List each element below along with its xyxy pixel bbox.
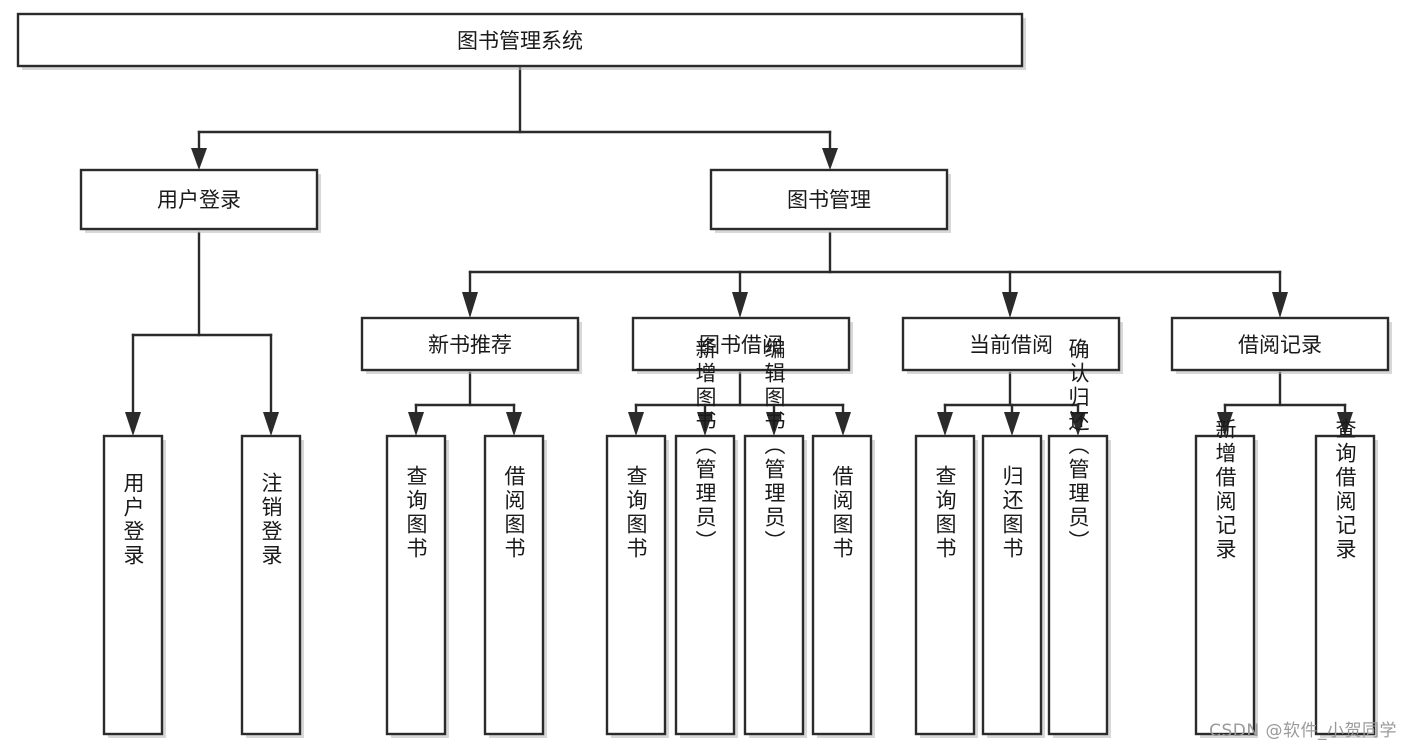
node-bor-add[interactable]: 新增图书（管理员）: [674, 338, 738, 738]
arrow-root-to-bookmgmt: [822, 148, 838, 170]
node-bor-lend-box: [811, 434, 873, 736]
node-bor-query-box: [605, 434, 667, 736]
node-login-box: [79, 168, 319, 231]
node-newbook-label: 新书推荐: [428, 333, 512, 357]
node-login-in-label: 用户登录: [121, 472, 145, 568]
node-root[interactable]: 图书管理系统: [16, 12, 1026, 70]
arrow-bookmgmt-to-current: [1002, 292, 1018, 318]
node-rec-add-label: 新增借阅记录: [1213, 418, 1237, 562]
node-cur-query-box: [914, 434, 976, 736]
node-rec-query[interactable]: 查询借阅记录: [1314, 418, 1378, 738]
arrow-borrow-to-lend: [835, 412, 851, 436]
arrow-borrow-to-query: [628, 412, 644, 436]
arrow-record-to-add: [1217, 412, 1233, 436]
node-login-label: 用户登录: [157, 188, 241, 212]
arrow-borrow-to-add: [697, 412, 713, 436]
csdn-watermark: CSDN @软件_小贺同学: [1209, 721, 1397, 741]
node-cur-return[interactable]: 归还图书: [981, 434, 1045, 738]
node-borrow[interactable]: 图书借阅: [631, 316, 853, 374]
node-new-query[interactable]: 查询图书: [385, 434, 449, 738]
arrow-login-to-userlogin: [125, 412, 141, 436]
node-new-borrow-label: 借阅图书: [502, 465, 526, 561]
node-bor-query-label: 查询图书: [624, 465, 648, 561]
node-current-box: [901, 316, 1121, 372]
node-rec-query-box: [1314, 434, 1376, 736]
node-cur-return-box: [981, 434, 1043, 736]
node-record-box: [1170, 316, 1390, 372]
node-rec-add[interactable]: 新增借阅记录: [1194, 418, 1258, 738]
node-bookmgmt[interactable]: 图书管理: [709, 168, 951, 233]
edge-layer: [125, 66, 1353, 436]
node-login-out[interactable]: 注销登录: [240, 434, 304, 738]
arrow-root-to-login: [191, 148, 207, 170]
node-new-borrow-box: [483, 434, 545, 736]
node-record-label: 借阅记录: [1238, 333, 1322, 357]
node-bor-edit-box: [743, 434, 805, 736]
arrow-current-to-return: [1004, 412, 1020, 436]
node-login-out-label: 注销登录: [259, 472, 283, 568]
node-borrow-label: 图书借阅: [699, 333, 783, 357]
node-login[interactable]: 用户登录: [79, 168, 321, 233]
node-root-box: [16, 12, 1024, 68]
node-cur-return-label: 归还图书: [1000, 465, 1024, 561]
node-bor-edit[interactable]: 编辑图书（管理员）: [743, 338, 807, 738]
node-record[interactable]: 借阅记录: [1170, 316, 1392, 374]
node-cur-confirm-label: 确认归还（管理员）: [1066, 338, 1090, 554]
node-bor-lend-label: 借阅图书: [830, 465, 854, 561]
node-layer: 图书管理系统 用户登录 图书管理 新书推荐: [16, 12, 1392, 738]
node-login-in[interactable]: 用户登录: [102, 434, 166, 738]
node-cur-confirm-box: [1047, 434, 1109, 736]
arrow-current-to-confirm: [1070, 412, 1086, 436]
arrow-bookmgmt-to-newbook: [462, 292, 478, 318]
node-rec-add-box: [1194, 434, 1256, 736]
arrow-current-to-query: [937, 412, 953, 436]
arrow-bookmgmt-to-borrow: [732, 292, 748, 318]
node-bookmgmt-label: 图书管理: [787, 188, 871, 212]
node-current[interactable]: 当前借阅: [901, 316, 1123, 374]
node-bor-query[interactable]: 查询图书: [605, 434, 669, 738]
arrow-login-to-logout: [263, 412, 279, 436]
node-borrow-box: [631, 316, 851, 372]
node-cur-query[interactable]: 查询图书: [914, 434, 978, 738]
node-login-out-box: [240, 434, 302, 736]
node-current-label: 当前借阅: [969, 333, 1053, 357]
node-cur-query-label: 查询图书: [933, 465, 957, 561]
arrow-record-to-query: [1337, 412, 1353, 436]
node-newbook-box: [360, 316, 580, 372]
arrow-borrow-to-edit: [766, 412, 782, 436]
arrow-newbook-to-borrow: [506, 412, 522, 436]
node-bookmgmt-box: [709, 168, 949, 231]
node-cur-confirm[interactable]: 确认归还（管理员）: [1047, 338, 1111, 738]
node-new-query-label: 查询图书: [404, 465, 428, 561]
node-login-in-box: [102, 434, 164, 736]
arrow-bookmgmt-to-record: [1272, 292, 1288, 318]
node-bor-lend[interactable]: 借阅图书: [811, 434, 875, 738]
node-bor-edit-label: 编辑图书（管理员）: [762, 338, 786, 554]
node-rec-query-label: 查询借阅记录: [1333, 418, 1357, 562]
node-bor-add-label: 新增图书（管理员）: [693, 338, 717, 554]
node-root-label: 图书管理系统: [457, 29, 583, 53]
node-new-borrow[interactable]: 借阅图书: [483, 434, 547, 738]
node-new-query-box: [385, 434, 447, 736]
arrow-newbook-to-query: [408, 412, 424, 436]
node-newbook[interactable]: 新书推荐: [360, 316, 582, 374]
node-bor-add-box: [674, 434, 736, 736]
